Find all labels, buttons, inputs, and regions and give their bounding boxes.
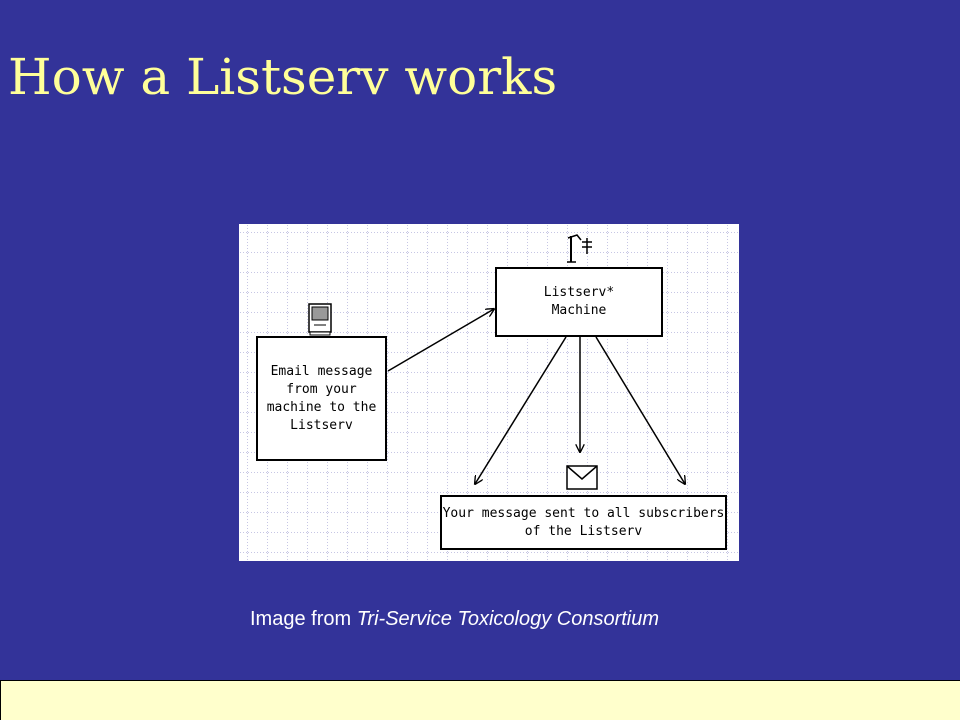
arrow-listserv-to-subscribers-right bbox=[595, 336, 685, 484]
envelope-icon bbox=[566, 465, 598, 490]
footer-band bbox=[0, 680, 960, 720]
subscribers-box: Your message sent to all subscribers of … bbox=[440, 495, 727, 550]
antenna-icon bbox=[567, 234, 592, 263]
listserv-diagram: Listserv* Machine Email message from you… bbox=[239, 224, 739, 561]
computer-icon bbox=[308, 303, 332, 336]
image-caption: Image from Tri-Service Toxicology Consor… bbox=[250, 608, 659, 631]
slide-title: How a Listserv works bbox=[8, 48, 558, 106]
listserv-machine-box: Listserv* Machine bbox=[495, 267, 663, 337]
email-message-box: Email message from your machine to the L… bbox=[256, 336, 387, 461]
arrow-listserv-to-subscribers-left bbox=[475, 336, 567, 484]
caption-source: Tri-Service Toxicology Consortium bbox=[356, 608, 660, 630]
caption-prefix: Image from bbox=[250, 608, 357, 630]
arrow-email-to-listserv bbox=[387, 309, 494, 372]
